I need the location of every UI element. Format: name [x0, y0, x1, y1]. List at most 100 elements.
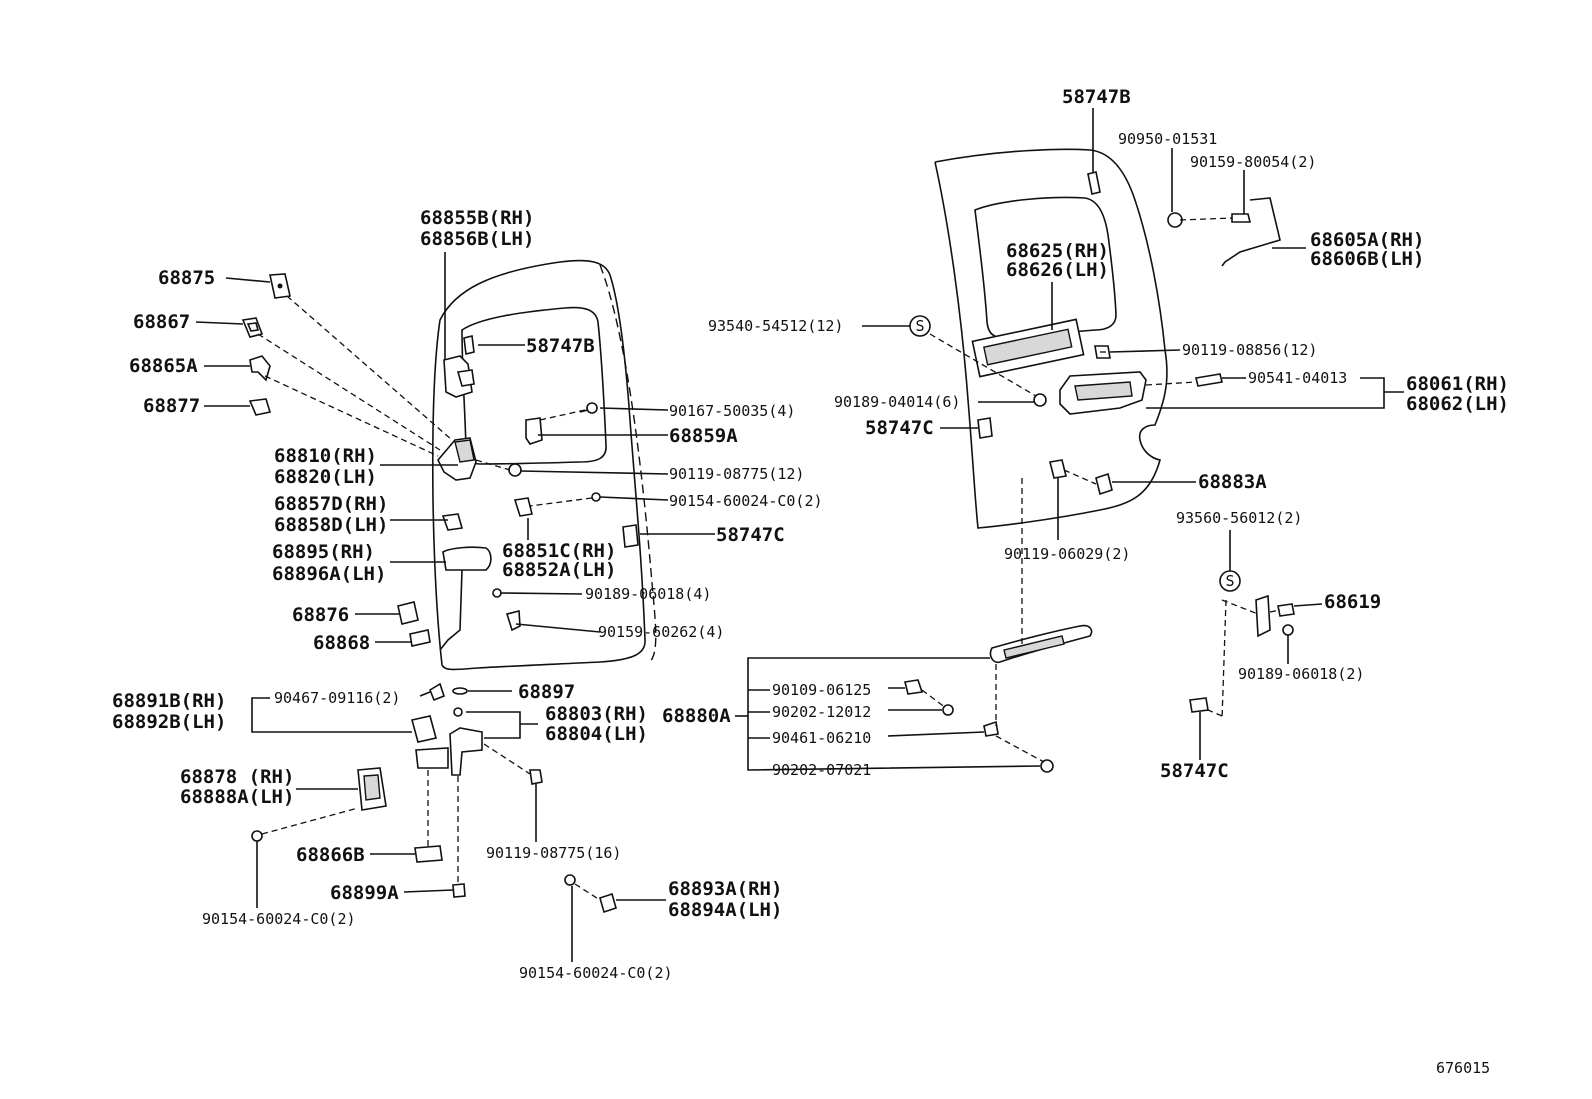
label-68867: 68867	[133, 311, 190, 333]
label-90189-04014: 90189-04014(6)	[834, 393, 960, 411]
label-68899A: 68899A	[330, 882, 399, 904]
part-68891B-lower-hinge-plate	[411, 715, 449, 769]
label-68895: 68895(RH)	[272, 541, 375, 563]
part-68619-bracket	[1255, 594, 1295, 638]
label-90154-60024-c: 90154-60024-C0(2)	[519, 964, 673, 982]
label-68878: 68878 (RH)	[180, 766, 294, 788]
leader-lines	[195, 108, 1404, 962]
label-68877: 68877	[143, 395, 200, 417]
part-68851C-guide	[513, 497, 533, 517]
part-68867-clip	[241, 317, 264, 338]
label-68855B: 68855B(RH)	[420, 207, 534, 229]
label-90154-60024-a: 90154-60024-C0(2)	[669, 492, 823, 510]
label-90159-80054: 90159-80054(2)	[1190, 153, 1316, 171]
label-68619: 68619	[1324, 591, 1381, 613]
label-58747B-top: 58747B	[1062, 86, 1131, 108]
label-68062: 68062(LH)	[1406, 393, 1509, 415]
label-90119-08856: 90119-08856(12)	[1182, 341, 1317, 359]
part-90467-clip	[429, 682, 445, 702]
part-68883A-clip	[1095, 472, 1113, 496]
part-s-symbol-1: S	[909, 315, 931, 337]
part-68810-lock-assembly	[437, 437, 477, 481]
part-68868-pad	[409, 629, 431, 647]
label-90154-60024-b: 90154-60024-C0(2)	[202, 910, 356, 928]
label-90467-09116: 90467-09116(2)	[274, 689, 400, 707]
part-68605A-rod	[1221, 197, 1281, 267]
label-68626: 68626(LH)	[1006, 259, 1109, 281]
part-68857D-bracket	[441, 513, 464, 531]
part-90202-12012-washer	[942, 704, 954, 716]
label-68894A: 68894A(LH)	[668, 899, 782, 921]
part-68893A-bracket	[564, 874, 617, 914]
part-90159-60262-clip	[505, 609, 521, 632]
label-93560-56012: 93560-56012(2)	[1176, 509, 1302, 527]
part-90154-a-screw	[591, 492, 601, 502]
part-90189-04014-nut	[1033, 393, 1047, 407]
part-68859A-stopper	[525, 417, 543, 445]
part-labels: 58747B 90950-01531 90159-80054(2) 68605A…	[112, 86, 1509, 1077]
label-68868: 68868	[313, 632, 370, 654]
label-90202-07021: 90202-07021	[772, 761, 871, 779]
part-68865A-clip	[249, 355, 271, 382]
part-90119-08775-bolt	[508, 463, 522, 477]
figure-number: 676015	[1436, 1059, 1490, 1077]
part-68875-bracket	[269, 273, 291, 299]
part-90950-01531-plug	[1167, 212, 1183, 228]
part-90167-bolt	[579, 402, 598, 414]
label-90119-08775-12: 90119-08775(12)	[669, 465, 804, 483]
alignment-dashed-lines	[257, 217, 1281, 901]
part-58747C-r-cushion	[1189, 697, 1209, 713]
right-door-outline	[934, 148, 1168, 529]
label-68891B: 68891B(RH)	[112, 690, 226, 712]
part-s-symbol-2: S	[1219, 570, 1241, 592]
part-68061-lock-assembly	[1059, 371, 1147, 415]
label-68880A: 68880A	[662, 705, 731, 727]
part-58747C-left-cushion	[622, 524, 639, 548]
label-90202-12012: 90202-12012	[772, 703, 871, 721]
part-58747B-top-cushion	[1087, 171, 1101, 195]
label-68897: 68897	[518, 681, 575, 703]
label-68820: 68820(LH)	[274, 466, 377, 488]
part-90154-b-screw	[251, 830, 263, 842]
label-68804: 68804(LH)	[545, 723, 648, 745]
part-68866B-shim	[414, 845, 443, 863]
label-68605A: 68605A(RH)	[1310, 229, 1424, 251]
label-93540-54512: 93540-54512(12)	[708, 317, 843, 335]
label-90159-60262: 90159-60262(4)	[598, 623, 724, 641]
part-90189-06018-r-nut	[1282, 624, 1294, 636]
part-68878-striker	[357, 767, 387, 811]
part-58747C-mid-cushion	[977, 417, 993, 439]
label-68856B: 68856B(LH)	[420, 228, 534, 250]
label-58747C-r: 58747C	[1160, 760, 1229, 782]
label-90119-06029: 90119-06029(2)	[1004, 545, 1130, 563]
label-90167-50035: 90167-50035(4)	[669, 402, 795, 420]
label-68883A: 68883A	[1198, 471, 1267, 493]
label-68888A: 68888A(LH)	[180, 786, 294, 808]
label-68606B: 68606B(LH)	[1310, 248, 1424, 270]
label-68625: 68625(RH)	[1006, 240, 1109, 262]
label-90461-06210: 90461-06210	[772, 729, 871, 747]
part-90119-06029-bolt	[1049, 459, 1067, 479]
part-90541-04013-rod-end	[1195, 373, 1223, 387]
label-90189-06018-r: 90189-06018(2)	[1238, 665, 1364, 683]
part-68895-check-arm	[439, 546, 492, 651]
label-68851C: 68851C(RH)	[502, 540, 616, 562]
part-68876-plate	[397, 601, 419, 625]
label-68865A: 68865A	[129, 355, 198, 377]
label-58747C-left: 58747C	[716, 524, 785, 546]
part-68897-pin	[452, 687, 468, 695]
label-68896A: 68896A(LH)	[272, 563, 386, 585]
label-68859A: 68859A	[669, 425, 738, 447]
part-90461-06210-clip	[983, 720, 999, 737]
part-68855B-hinge-upper	[443, 355, 475, 398]
label-90541-04013: 90541-04013	[1248, 369, 1347, 387]
label-68892B: 68892B(LH)	[112, 711, 226, 733]
label-68857D: 68857D(RH)	[274, 493, 388, 515]
label-90119-08775-16: 90119-08775(16)	[486, 844, 621, 862]
s-symbol-label: S	[915, 317, 924, 335]
label-68858D: 68858D(LH)	[274, 514, 388, 536]
label-68852A: 68852A(LH)	[502, 559, 616, 581]
part-90159-80054-screw	[1231, 213, 1252, 223]
